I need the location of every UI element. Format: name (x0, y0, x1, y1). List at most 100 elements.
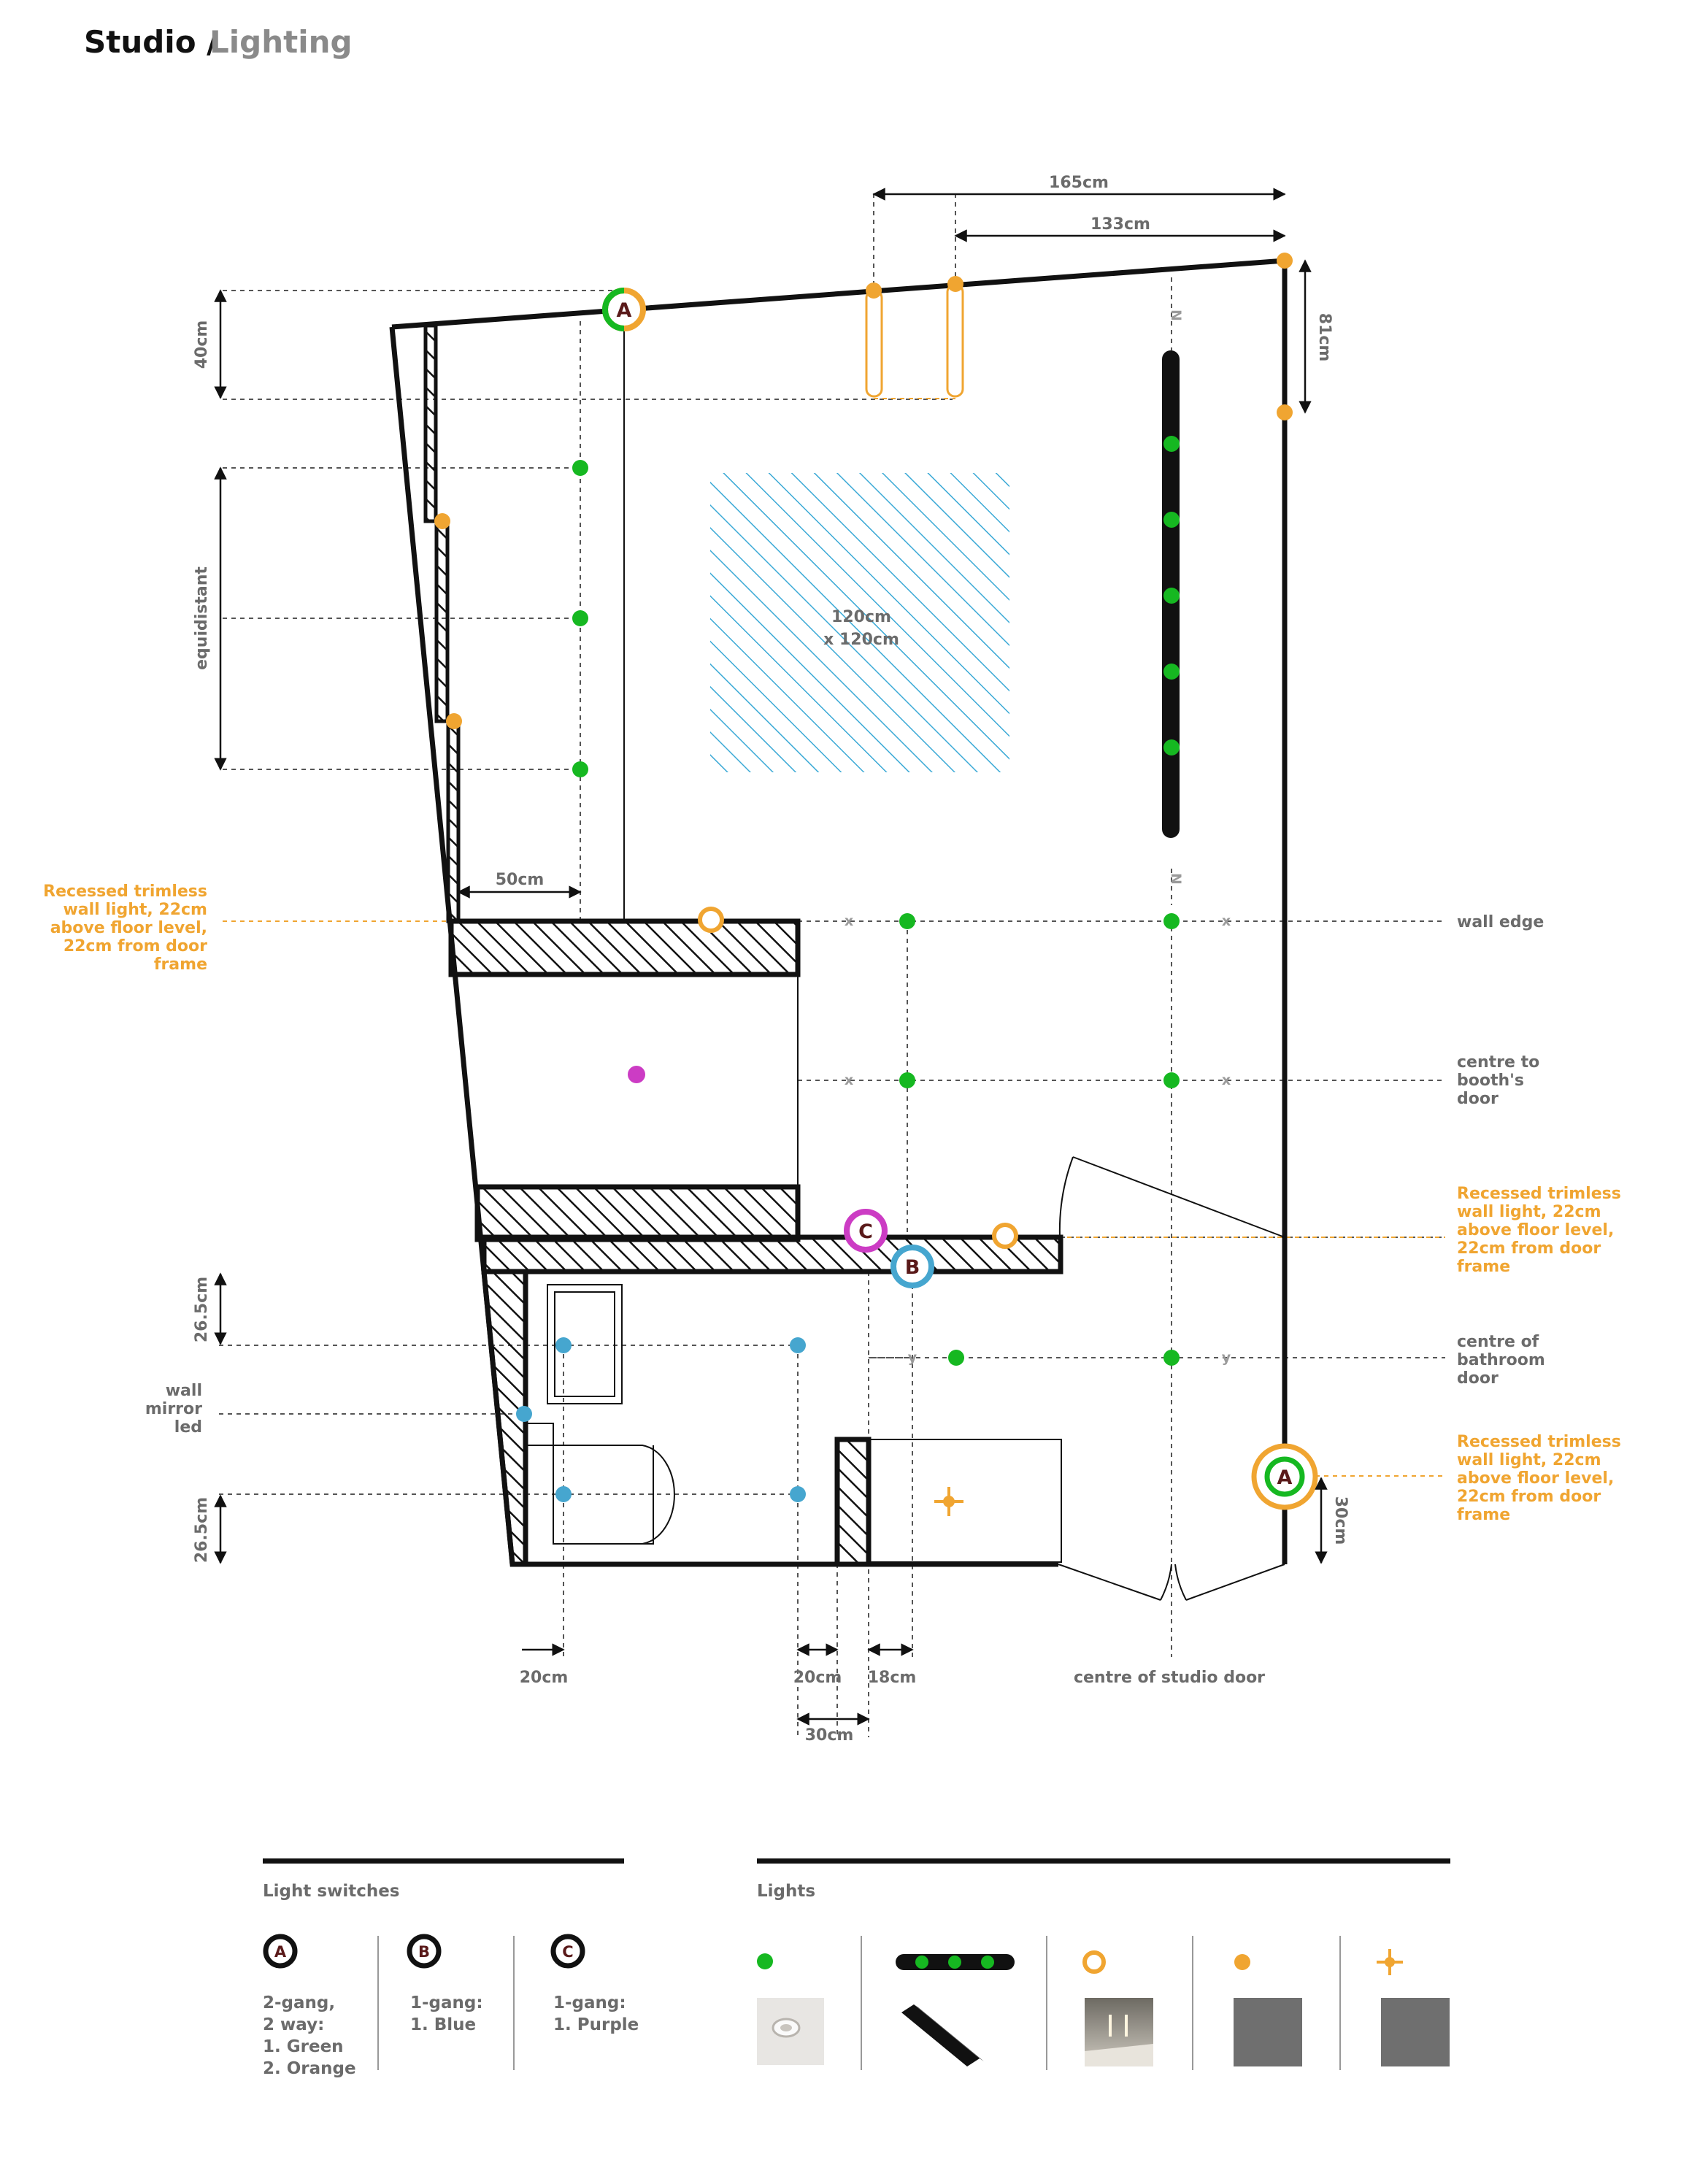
svg-text:wall edge: wall edge (1457, 913, 1544, 931)
svg-text:1. Green: 1. Green (263, 2037, 344, 2056)
svg-text:door: door (1457, 1090, 1499, 1108)
dim-40: 40cm (193, 320, 211, 369)
blue-light (555, 1337, 572, 1353)
green-light (1163, 664, 1180, 680)
svg-text:above floor level,: above floor level, (1457, 1221, 1614, 1239)
svg-text:22cm from door: 22cm from door (64, 937, 207, 956)
svg-text:1-gang:: 1-gang: (410, 1993, 483, 2012)
led-track-bar-icon (896, 1954, 1015, 1970)
green-light (1163, 588, 1180, 604)
track-rail-photo (901, 2004, 984, 2066)
legend-switches: Light switches A 2-gang, 2 way: 1. Green… (263, 1858, 639, 2078)
green-light (899, 913, 915, 929)
square-dim-line1: 120cm (831, 608, 891, 626)
svg-text:door: door (1457, 1369, 1499, 1388)
svg-text:2-gang,: 2-gang, (263, 1993, 335, 2012)
svg-text:22cm from door: 22cm from door (1457, 1239, 1601, 1258)
green-light (572, 761, 588, 777)
orange-light (866, 282, 882, 299)
orange-dot-light-icon (1234, 1954, 1250, 1970)
dim-equidistant: equidistant (193, 566, 211, 670)
green-light (1163, 512, 1180, 528)
switch-a-bottom: A (1251, 1443, 1318, 1510)
svg-text:above floor level,: above floor level, (1457, 1469, 1614, 1488)
svg-text:wall: wall (166, 1382, 202, 1400)
orange-ring-light (698, 907, 724, 933)
orange-sparkle-light (934, 1487, 963, 1516)
switch-b: B (890, 1245, 934, 1288)
grey-placeholder-photo (1381, 1998, 1450, 2066)
bathroom-wall-left (481, 1269, 528, 1567)
green-light (899, 1072, 915, 1088)
svg-text:wall light, 22cm: wall light, 22cm (1457, 1451, 1601, 1469)
orange-ring-lights (698, 907, 1018, 1249)
svg-text:centre of: centre of (1457, 1333, 1539, 1351)
grey-placeholder-photo (1234, 1998, 1302, 2066)
green-light (572, 460, 588, 476)
orange-light (1277, 253, 1293, 269)
orange-ring-wall-light-icon (1082, 1950, 1106, 1974)
booth-wall-top (448, 918, 801, 977)
annotation-bathroom-door: centre of bathroom door (1457, 1333, 1545, 1388)
svg-text:N: N (1168, 309, 1184, 321)
bathroom-wall-top (481, 1234, 1063, 1274)
orange-light (947, 276, 963, 292)
blue-light (555, 1486, 572, 1502)
page-title: Studio / Lighting (84, 24, 353, 60)
svg-text:B: B (905, 1256, 920, 1279)
svg-text:Recessed trimless: Recessed trimless (1457, 1185, 1621, 1203)
svg-text:A: A (1277, 1466, 1293, 1489)
dim-20-mid: 20cm (793, 1669, 842, 1687)
dim-26-5-bottom: 26.5cm (193, 1497, 211, 1563)
annotation-booth-door: centre to booth's door (1457, 1053, 1539, 1108)
switch-c: C (844, 1209, 888, 1253)
rug-area (710, 473, 1009, 772)
svg-text:x: x (1222, 913, 1231, 929)
annotation-wall-edge: wall edge (1457, 913, 1544, 931)
orange-ring-light (992, 1223, 1018, 1249)
purple-light (628, 1066, 645, 1083)
annotation-right-recessed-1: Recessed trimless wall light, 22cm above… (1457, 1185, 1621, 1276)
blue-light (516, 1406, 532, 1422)
green-lights (572, 436, 1180, 1366)
orange-light (1277, 404, 1293, 420)
svg-text:x: x (1222, 1072, 1231, 1088)
annotation-wall-mirror: wall mirror led (145, 1382, 202, 1437)
svg-text:frame: frame (1457, 1258, 1510, 1276)
square-dim-line2: x 120cm (823, 631, 899, 649)
toilet (526, 1423, 675, 1545)
bathroom-partition (834, 1437, 872, 1567)
svg-text:mirror: mirror (145, 1400, 202, 1418)
dim-20-left: 20cm (520, 1669, 569, 1687)
green-light (1163, 436, 1180, 452)
orange-sparkle-light-icon (1377, 1949, 1403, 1975)
dim-18: 18cm (868, 1669, 917, 1687)
green-light (1163, 1072, 1180, 1088)
dim-26-5-top: 26.5cm (193, 1277, 211, 1342)
dim-165: 165cm (1049, 174, 1109, 192)
legend-switch-c: C 1-gang: 1. Purple (550, 1934, 639, 2034)
orange-lights (434, 253, 1293, 729)
recessed-downlight-photo (757, 1998, 824, 2065)
dim-30-right: 30cm (1331, 1496, 1350, 1545)
annotation-right-recessed-2: Recessed trimless wall light, 22cm above… (1457, 1433, 1621, 1524)
dimension-arrows (214, 188, 1328, 1726)
svg-text:2. Orange: 2. Orange (263, 2059, 356, 2078)
dim-50: 50cm (496, 871, 545, 889)
svg-text:y: y (908, 1350, 918, 1366)
svg-text:1. Purple: 1. Purple (553, 2015, 639, 2034)
title-main: Studio / (84, 24, 218, 60)
svg-text:Recessed trimless: Recessed trimless (1457, 1433, 1621, 1451)
recessed-wall-light-photo (1085, 1998, 1153, 2066)
studio-door-label: centre of studio door (1074, 1669, 1265, 1687)
green-light (1163, 913, 1180, 929)
orange-light (446, 713, 462, 729)
green-light (572, 610, 588, 626)
annotation-left-recessed: Recessed trimless wall light, 22cm above… (43, 883, 207, 974)
green-light (948, 1350, 964, 1366)
legend-switch-a: A 2-gang, 2 way: 1. Green 2. Orange (263, 1934, 356, 2078)
title-sub: Lighting (209, 24, 353, 60)
svg-text:booth's: booth's (1457, 1072, 1524, 1090)
svg-text:C: C (562, 1943, 573, 1961)
orange-light (434, 513, 450, 529)
